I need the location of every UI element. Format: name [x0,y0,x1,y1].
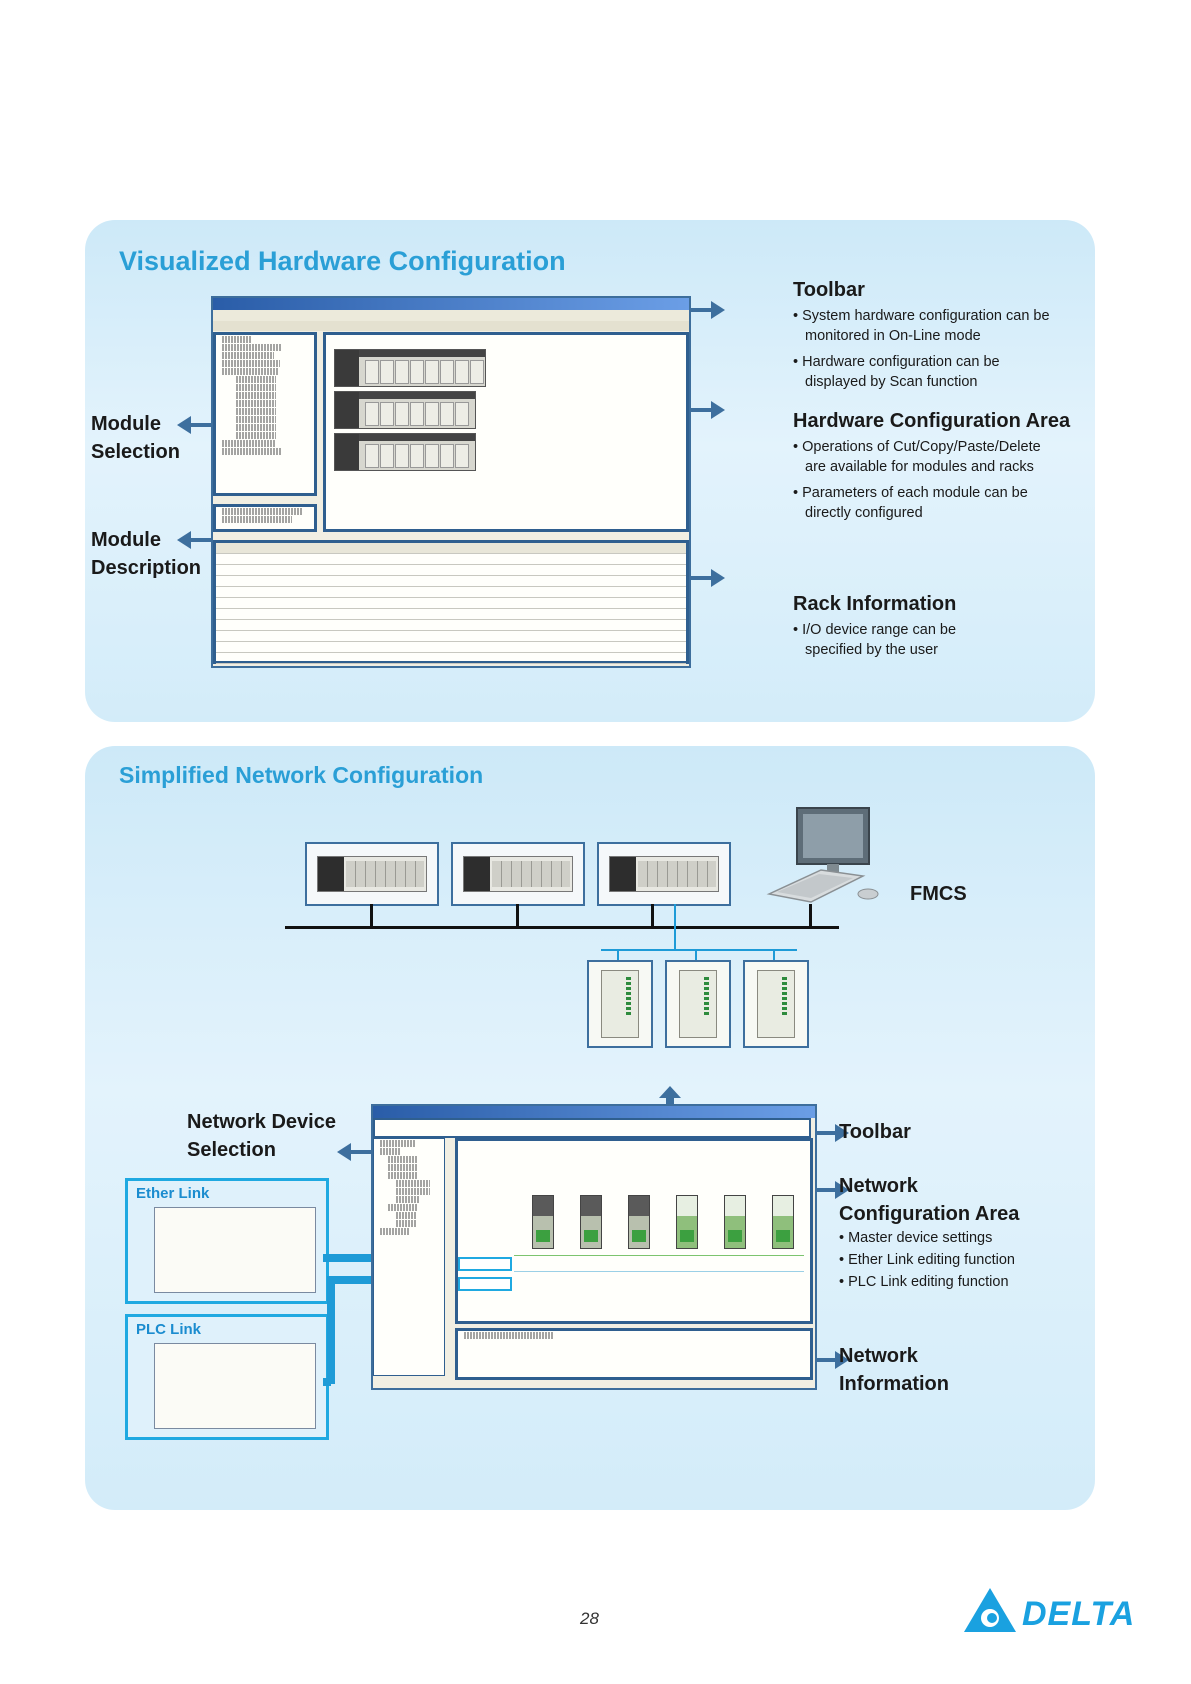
drop-line-2 [516,904,519,926]
hw-area-arrow [689,401,725,419]
plc-link-screenshot [154,1343,316,1429]
section-title-network: Simplified Network Configuration [119,762,484,788]
network-config-panel: Simplified Network Configuration FMCS Ne… [85,746,1095,1510]
fieldbus-link [674,904,676,950]
remote-io-1 [587,960,653,1048]
page-number: 28 [580,1609,599,1628]
ether-connector [323,1254,415,1262]
rack-info-arrow [689,569,725,587]
hw-area-bullet-2: • Parameters of each module can be direc… [793,485,1028,521]
rack-2[interactable] [334,391,476,429]
network-node-3[interactable] [628,1195,650,1249]
hardware-configuration-area[interactable] [323,332,689,532]
network-node-1[interactable] [532,1195,554,1249]
plc-connector-vertical [327,1280,335,1384]
plc-rack-3 [597,842,731,906]
network-device-tree[interactable] [373,1138,445,1376]
network-node-6[interactable] [772,1195,794,1249]
net-toolbar-label: Toolbar [839,1121,911,1143]
drop-line-4 [809,904,812,926]
network-information-area [455,1328,813,1380]
window-titlebar [213,298,689,310]
network-node-2[interactable] [580,1195,602,1249]
hardware-config-panel: Visualized Hardware Configuration Module… [85,220,1095,722]
rack-info-heading: Rack Information [793,593,957,615]
hw-area-bullet-1: • Operations of Cut/Copy/Paste/Delete ar… [793,439,1041,475]
remote-io-2 [665,960,731,1048]
network-plc-link-tag[interactable] [458,1277,512,1291]
delta-triangle-icon [964,1588,1016,1632]
net-ethernet-line [514,1255,804,1256]
plc-rack-1 [305,842,439,906]
net-plc-line [514,1271,804,1272]
ethernet-backbone [285,926,839,929]
net-config-bullet-2: • Ether Link editing function [839,1252,1015,1268]
plc-link-title: PLC Link [136,1321,202,1338]
toolbar-bullet-1: • System hardware configuration can be m… [793,308,1050,344]
rack-info-bullets: • I/O device range can be specified by t… [793,620,993,666]
delta-logo: DELTA [964,1586,1134,1634]
fieldbus-drop-3 [773,949,775,961]
net-config-heading: Network Configuration Area [839,1175,1020,1225]
module-catalog-tree[interactable] [213,332,317,496]
module-description-label: Module Description [91,529,202,579]
ether-link-inset: Ether Link [125,1178,329,1304]
plc-rack-2 [451,842,585,906]
module-selection-arrow [177,416,225,434]
toolbar-heading: Toolbar [793,279,865,301]
hardware-config-window [211,296,691,668]
rack-information-table[interactable] [213,540,689,664]
section-title-hardware: Visualized Hardware Configuration [119,246,566,276]
window-toolbar[interactable] [213,321,689,331]
rack-1[interactable] [334,349,486,387]
net-toolbar-arrow [815,1124,849,1142]
ether-link-title: Ether Link [136,1185,210,1202]
net-config-bullet-1: • Master device settings [839,1230,993,1246]
net-config-bullets: • Master device settings • Ether Link ed… [839,1228,1089,1294]
ether-link-screenshot [154,1207,316,1293]
network-device-selection-label: Network Device Selection [187,1111,336,1161]
hw-area-heading: Hardware Configuration Area [793,410,1071,432]
network-node-4[interactable] [676,1195,698,1249]
hw-area-bullets: • Operations of Cut/Copy/Paste/Delete ar… [793,437,1061,529]
drop-line-3 [651,904,654,926]
toolbar-arrow [689,301,725,319]
net-toolbar[interactable] [373,1118,811,1138]
fmcs-label: FMCS [910,883,967,905]
module-description-box [213,504,317,532]
remote-io-3 [743,960,809,1048]
toolbar-bullets: • System hardware configuration can be m… [793,306,1061,398]
net-window-titlebar [373,1106,815,1118]
drop-line-1 [370,904,373,926]
network-node-5[interactable] [724,1195,746,1249]
delta-wordmark: DELTA [1022,1595,1136,1633]
net-config-bullet-3: • PLC Link editing function [839,1274,1009,1290]
fieldbus-line [601,949,797,951]
toolbar-bullet-2: • Hardware configuration can be displaye… [793,354,1000,390]
network-configuration-area[interactable] [455,1138,813,1324]
fieldbus-drop-1 [617,949,619,961]
module-selection-label: Module Selection [91,413,180,463]
rack-3[interactable] [334,433,476,471]
net-config-arrow [815,1181,849,1199]
fieldbus-drop-2 [695,949,697,961]
network-config-window [371,1104,817,1390]
network-device-arrow [337,1143,383,1161]
network-ethernet-tag[interactable] [458,1257,512,1271]
net-info-arrow [815,1351,849,1369]
plc-link-inset: PLC Link [125,1314,329,1440]
net-info-label: Network Information [839,1345,949,1395]
rack-info-bullet-1: • I/O device range can be specified by t… [793,622,957,658]
computer-icon [766,807,879,903]
module-description-arrow [177,531,225,549]
